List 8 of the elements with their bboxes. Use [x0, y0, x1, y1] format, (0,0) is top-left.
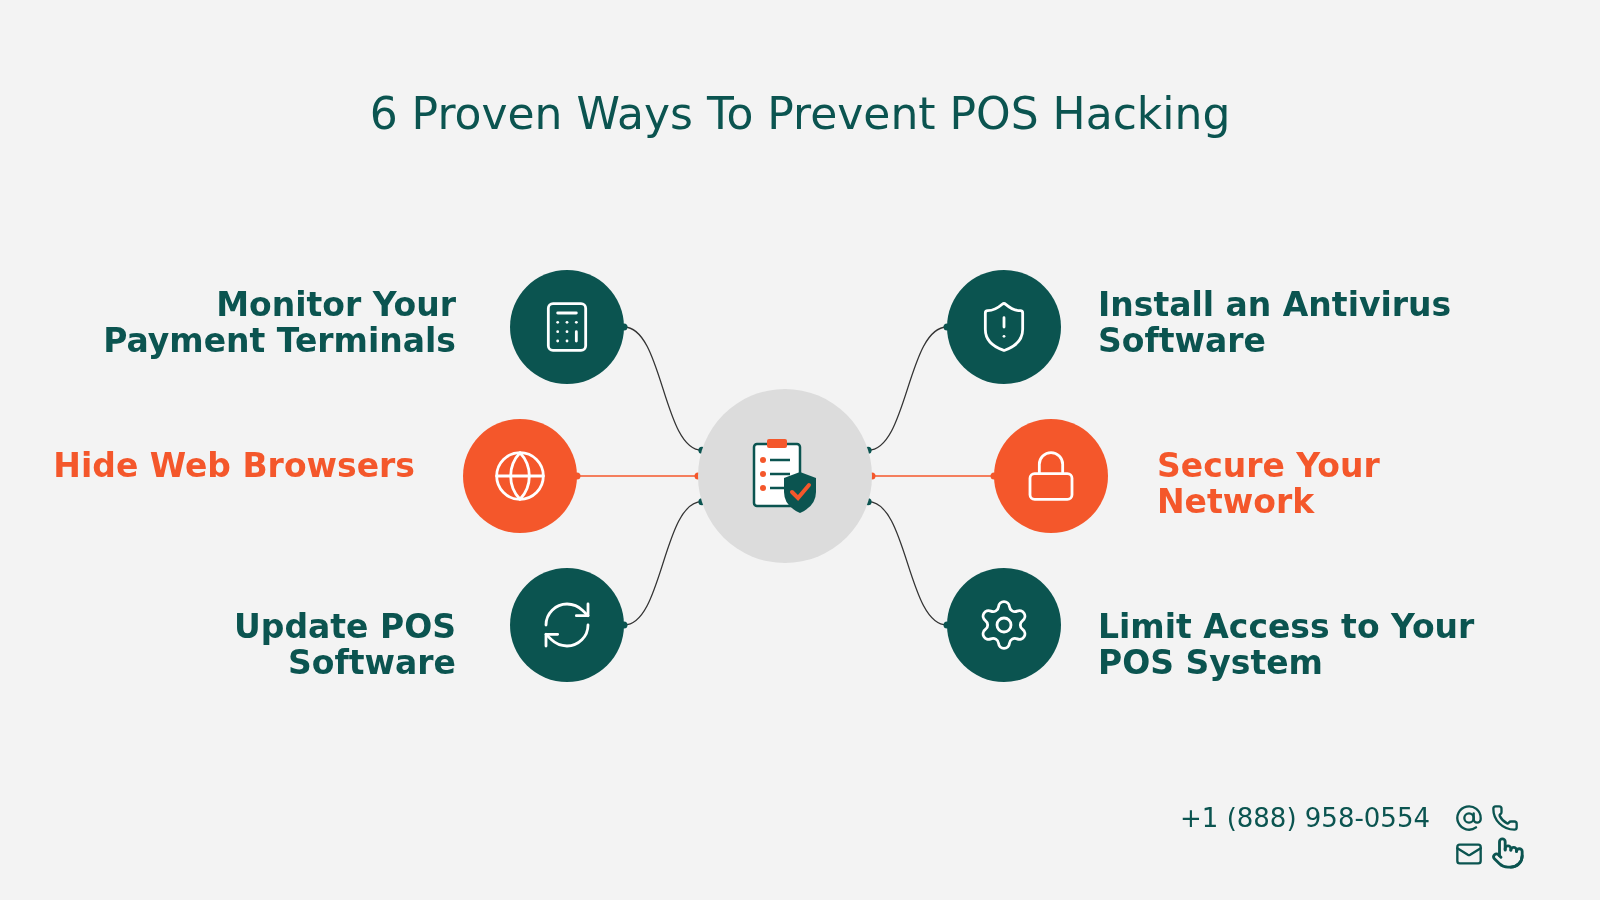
step-label: Monitor Your Payment Terminals	[102, 287, 456, 359]
step-label: Hide Web Browsers	[52, 448, 415, 484]
step-label: Secure Your Network	[1157, 448, 1381, 520]
title: 6 Proven Ways To Prevent POS Hacking	[369, 88, 1231, 139]
step-label: Limit Access to Your POS System	[1098, 609, 1476, 681]
step-label: Update POS Software	[233, 609, 456, 681]
step-label: Install an Antivirus Software	[1098, 287, 1453, 359]
phone-number: +1 (888) 958-0554	[1180, 803, 1430, 833]
